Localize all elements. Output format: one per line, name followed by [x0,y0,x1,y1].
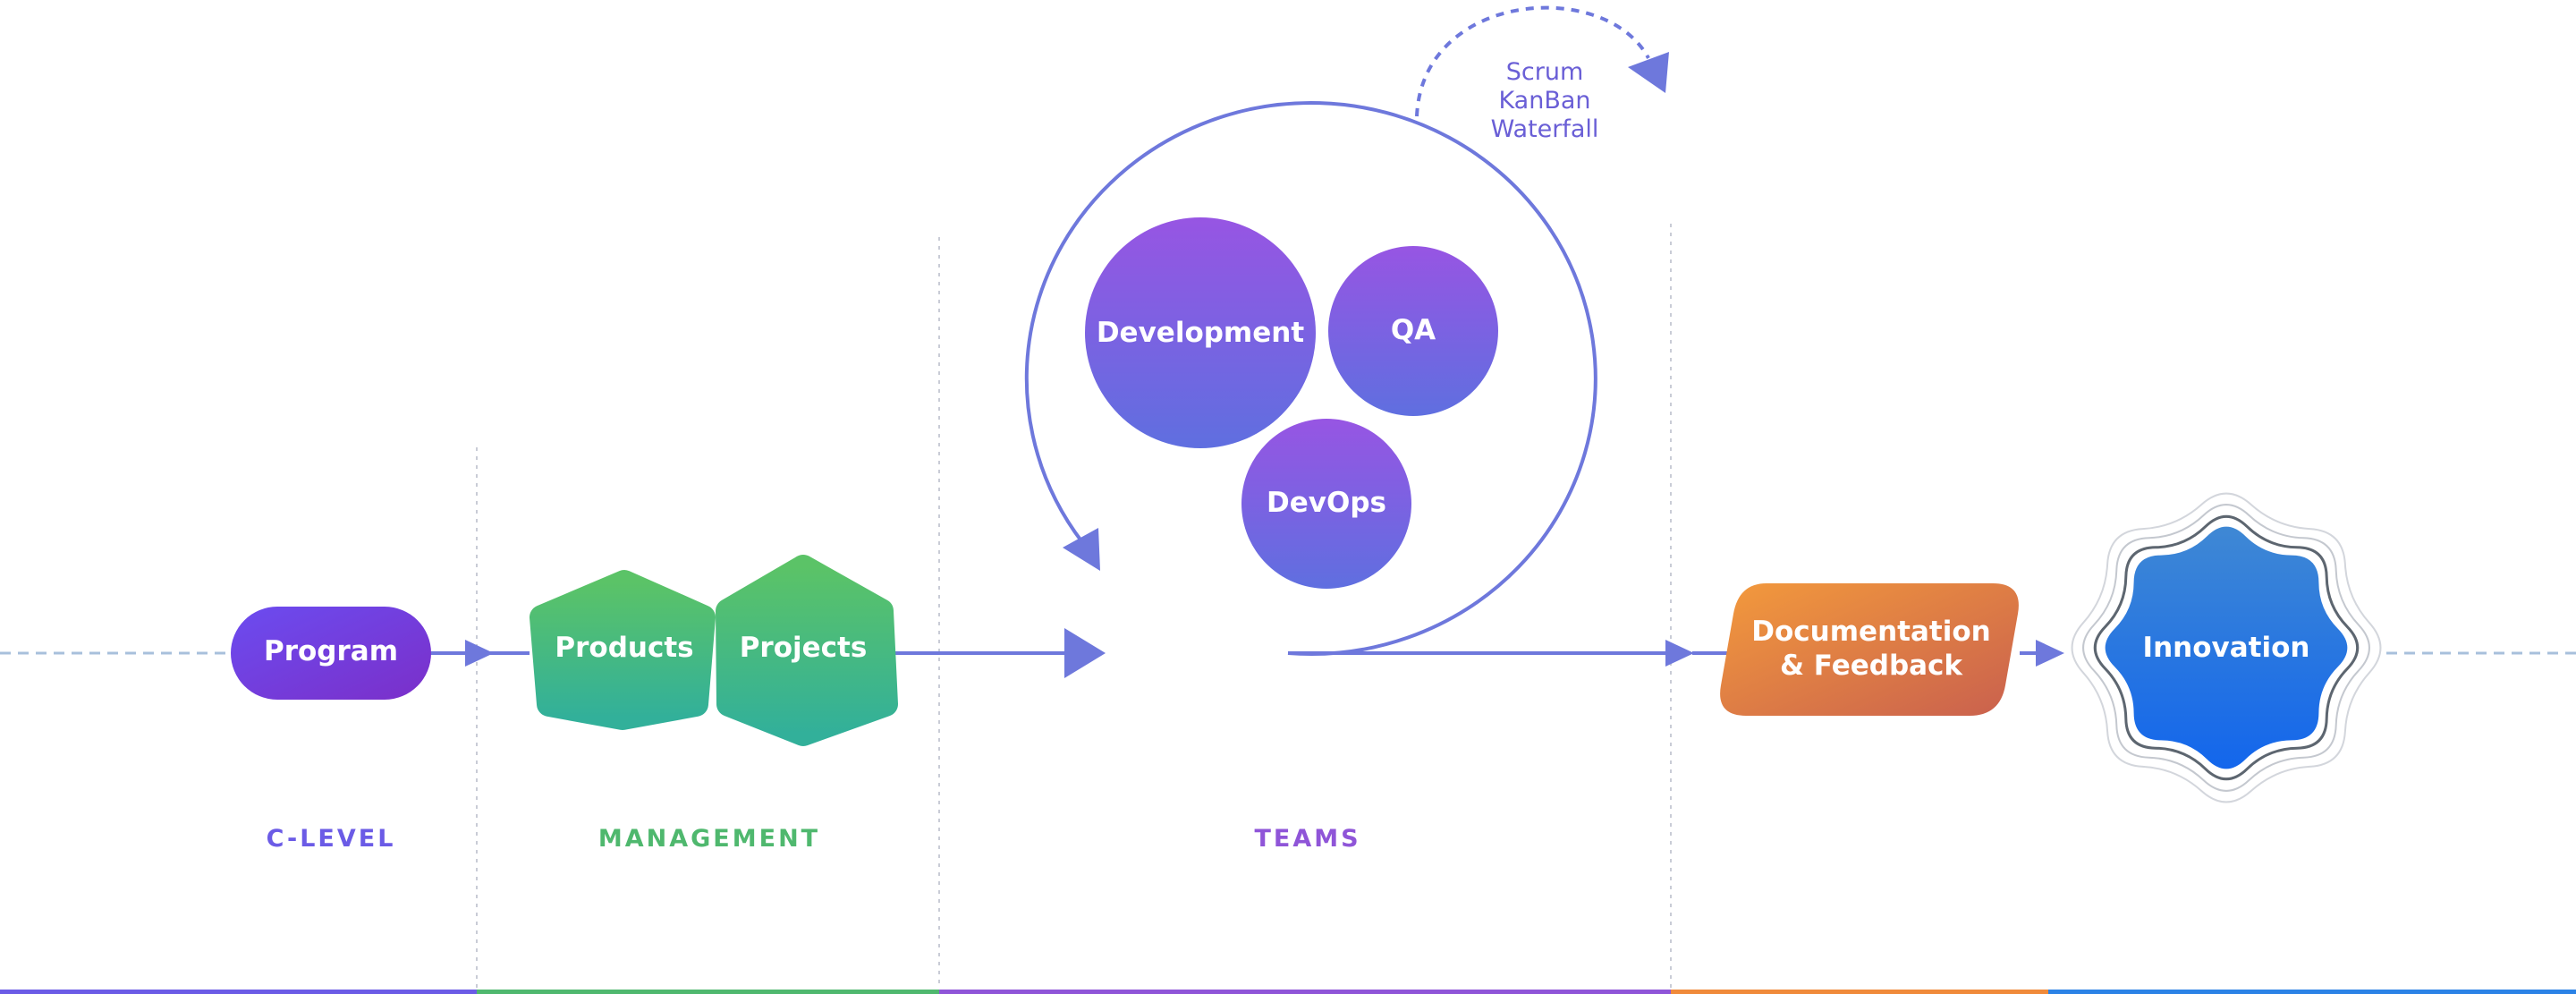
methodology-waterfall: Waterfall [1491,115,1599,143]
development-label: Development [1097,317,1304,349]
lane-bar-innovation [2048,990,2576,994]
methodology-arc [1415,5,1650,117]
methodology-kanban: KanBan [1498,87,1590,115]
documentation-node[interactable]: Documentation & Feedback [1720,583,2019,716]
program-shape [231,607,431,700]
projects-shape [716,555,898,746]
arrow-icon [1064,628,1106,678]
arrow-icon [2036,640,2064,667]
program-node[interactable]: Program [231,607,431,700]
qa-node[interactable]: QA [1328,246,1498,416]
lane-label-management: MANAGEMENT [598,825,820,853]
documentation-shape [1720,583,2019,716]
arrow-icon [465,640,494,667]
innovation-label: Innovation [2143,632,2310,664]
devops-shape [1241,419,1411,589]
qa-shape [1328,246,1498,416]
lane-dividers [476,224,1672,989]
methodology-scrum: Scrum [1506,58,1584,86]
lane-bar-clevel [0,990,477,994]
lane-label-clevel: C-LEVEL [267,825,396,853]
methodology-arrow-icon [1628,52,1669,93]
lane-bar-teams [939,990,1671,994]
projects-node[interactable]: Projects [716,555,898,746]
development-shape [1085,217,1316,448]
lane-label-teams: TEAMS [1254,825,1360,853]
qa-label: QA [1391,314,1436,346]
products-shape [530,570,716,730]
lane-color-bar [0,990,2576,994]
documentation-label-line2: & Feedback [1780,650,1963,682]
development-node[interactable]: Development [1085,217,1316,448]
products-node[interactable]: Products [530,570,716,730]
products-label: Products [555,632,693,664]
documentation-label-line1: Documentation [1751,616,1990,648]
program-label: Program [264,635,398,667]
projects-label: Projects [740,632,868,664]
innovation-shape [2105,526,2348,769]
lane-bar-management [477,990,939,994]
innovation-node[interactable]: Innovation [2071,492,2382,803]
devops-label: DevOps [1267,487,1386,519]
iteration-loop [1024,101,1597,656]
lane-bar-documentation [1671,990,2048,994]
arrowheads [465,628,2064,678]
devops-node[interactable]: DevOps [1241,419,1411,589]
loop-arrow-icon [1063,528,1100,571]
arrow-icon [1665,640,1694,667]
innovation-inner-ring [2093,514,2360,781]
